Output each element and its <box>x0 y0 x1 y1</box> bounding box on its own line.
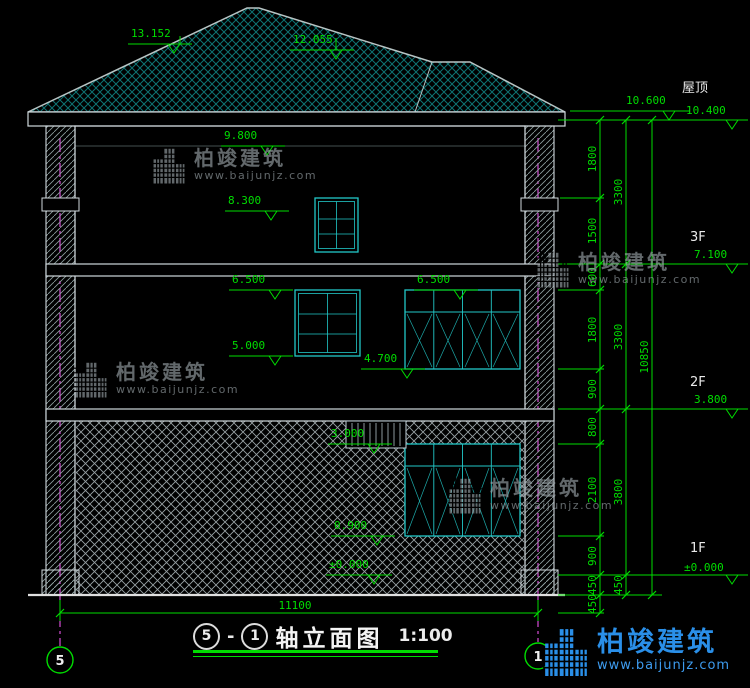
dimension-chain-lines <box>599 120 653 613</box>
level-2f-head-left: 6.500 <box>232 273 265 286</box>
level-2f-sill-left: 5.000 <box>232 339 265 352</box>
floor-label-3f: 3F <box>690 230 706 245</box>
floor-value-1f: ±0.000 <box>684 561 724 574</box>
roof <box>27 7 566 147</box>
title-dash: - <box>227 625 235 647</box>
dim-total: 10850 <box>638 340 651 373</box>
axis-number-left: 5 <box>55 654 64 669</box>
dim-width: 11100 <box>278 599 311 612</box>
floor-label-2f: 2F <box>690 375 706 390</box>
floor-slab-3f <box>45 263 555 277</box>
pilaster-left <box>45 125 76 596</box>
axis-number-right: 1 <box>533 650 542 665</box>
dim-inner-4: 900 <box>586 379 599 399</box>
dim-inner-7: 900 <box>586 546 599 566</box>
level-2f-head-right: 6.500 <box>417 273 450 286</box>
window-2f-right <box>404 289 521 370</box>
logo-url: www.baijunjz.com <box>597 657 731 673</box>
tick-marks <box>55 115 657 618</box>
pilaster-base-right <box>520 569 559 596</box>
logo-building-icon <box>543 626 589 676</box>
pilaster-right <box>524 125 555 596</box>
dimension-lines <box>55 36 748 621</box>
level-roof-peak: 13.152 <box>131 27 171 40</box>
pilaster-capital-left <box>41 197 80 212</box>
bottom-dimension-lines <box>59 600 539 621</box>
title-axis-from: 5 <box>193 622 220 650</box>
dim-inner-5: 800 <box>586 417 599 437</box>
pilaster-base-left <box>41 569 80 596</box>
dim-inner-1: 1500 <box>586 218 599 245</box>
floor-label-roof: 屋顶 <box>682 81 708 96</box>
dim-inner-2: 600 <box>586 267 599 287</box>
eave-fascia <box>27 111 566 127</box>
window-3f <box>314 197 359 253</box>
roof-slope <box>27 7 566 113</box>
drawing-title: 5 - 1 轴立面图 1:100 <box>193 619 453 653</box>
title-underline-thick <box>193 650 438 653</box>
dim-outer-0: 3300 <box>612 179 625 206</box>
pilaster-capital-right <box>520 197 559 212</box>
window-1f <box>404 443 521 537</box>
dim-outer-2: 3800 <box>612 479 625 506</box>
level-annotations: 13.152 12.055 10.600 9.800 8.300 6.500 6… <box>131 27 666 571</box>
title-name: 轴立面图 <box>275 626 384 652</box>
level-ground: ±0.000 <box>329 558 369 571</box>
level-roof-ridge: 12.055 <box>293 33 333 46</box>
level-3f-window: 8.300 <box>228 194 261 207</box>
dim-inner-6: 2100 <box>586 477 599 504</box>
dim-inner-0: 1800 <box>586 146 599 173</box>
title-scale: 1:100 <box>398 626 453 646</box>
extension-lines <box>558 119 748 614</box>
floor-markers: 屋顶 10.400 3F 7.100 2F 3.800 1F ±0.000 <box>682 81 727 574</box>
dim-inner-8: 450 <box>586 575 599 595</box>
title-axis-to: 1 <box>241 622 269 650</box>
dim-inner-3: 1800 <box>586 317 599 344</box>
level-eave: 9.800 <box>224 129 257 142</box>
floor-value-roof: 10.400 <box>686 104 726 117</box>
logo-name: 柏竣建筑 <box>597 627 717 659</box>
dimension-values: 1800 1500 600 1800 900 800 2100 900 450 … <box>278 146 651 614</box>
roof-hip-line <box>414 61 433 113</box>
axis-bubble-left <box>46 646 74 674</box>
window-2f-left <box>294 289 361 357</box>
level-marker-lines <box>128 36 690 576</box>
dim-outer-3: 450 <box>612 575 625 595</box>
floor-value-3f: 7.100 <box>694 248 727 261</box>
level-1f-sill: 0.900 <box>334 519 367 532</box>
floor-slab-2f <box>45 408 555 422</box>
dim-outer-1: 3300 <box>612 324 625 351</box>
level-roof-upper: 10.600 <box>626 94 666 107</box>
windows <box>294 197 521 537</box>
level-2f-sill-right: 4.700 <box>364 352 397 365</box>
floor-label-1f: 1F <box>690 541 706 556</box>
level-1f-head: 3.000 <box>331 427 364 440</box>
level-marker-triangles <box>167 43 739 585</box>
brand-logo: 柏竣建筑 www.baijunjz.com <box>543 626 730 676</box>
floor-value-2f: 3.800 <box>694 393 727 406</box>
title-underline-thin <box>193 656 438 657</box>
dim-inner-9: 450 <box>586 594 599 614</box>
